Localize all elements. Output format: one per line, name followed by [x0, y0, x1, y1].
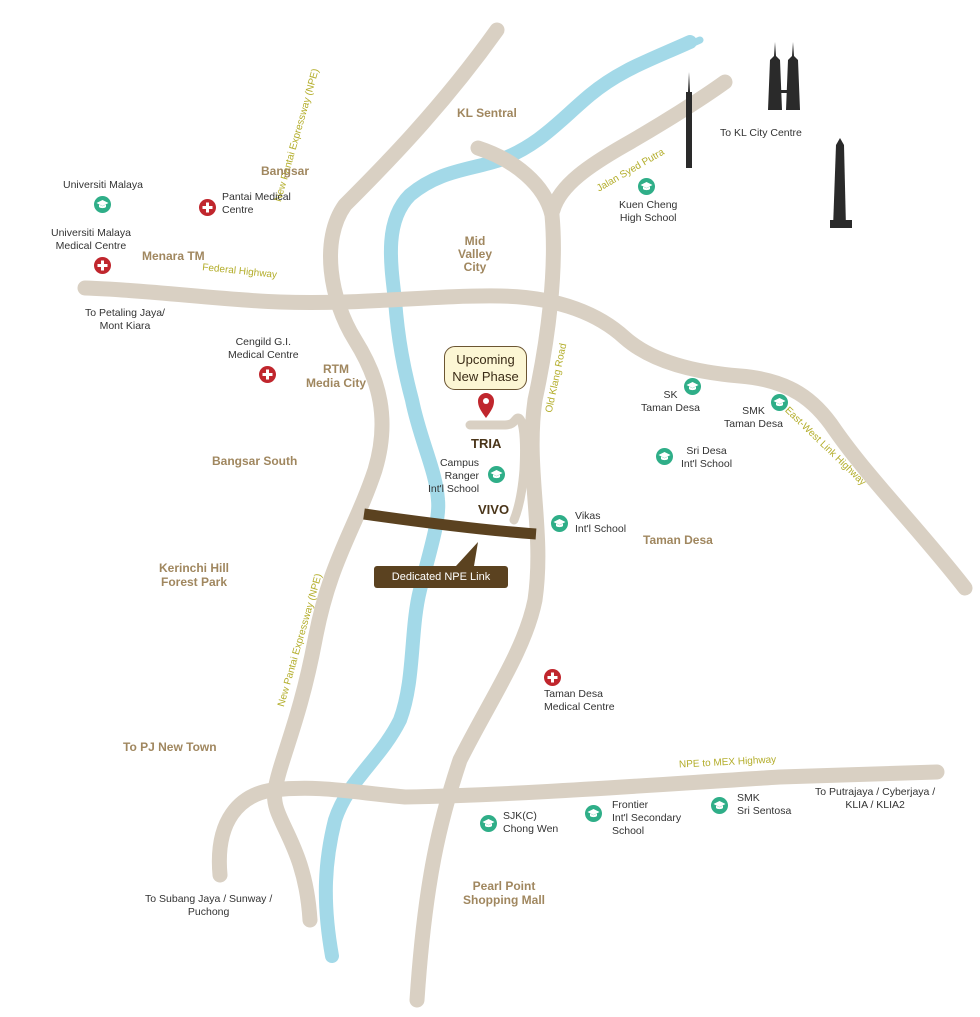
area-pj-new-town: To PJ New Town [123, 740, 217, 754]
area-kl-sentral: KL Sentral [457, 106, 517, 120]
upcoming-phase-label: Upcoming New Phase [452, 352, 519, 384]
destination-subang: To Subang Jaya / Sunway / Puchong [145, 893, 273, 918]
medical-cross-icon [94, 257, 111, 274]
school-smk-sri-sentosa: SMK Sri Sentosa [737, 792, 792, 817]
school-sri-desa: Sri Desa Int'l School [681, 445, 733, 470]
graduation-cap-icon [684, 378, 701, 395]
school-frontier: Frontier Int'l Secondary School [612, 799, 682, 837]
graduation-cap-icon [711, 797, 728, 814]
destination-kl-city: To KL City Centre [720, 127, 802, 139]
school-sjkc-chong-wen: SJK(C) Chong Wen [503, 810, 559, 835]
area-menara-tm: Menara TM [142, 249, 205, 263]
medical-taman-desa: Taman Desa Medical Centre [544, 688, 615, 713]
syed-putra-road [545, 74, 733, 218]
graduation-cap-icon [585, 805, 602, 822]
school-vikas: Vikas Int'l School [575, 510, 627, 535]
npe-link-road [363, 508, 537, 540]
tria-access-road [465, 413, 529, 525]
npe-link-label: Dedicated NPE Link [374, 566, 508, 588]
river [318, 35, 697, 963]
federal-highway-road [77, 280, 973, 596]
graduation-cap-icon [551, 515, 568, 532]
project-vivo: VIVO [478, 502, 510, 517]
kl-skyline-towers-icon [686, 42, 852, 228]
school-sk-taman-desa: SK Taman Desa [641, 389, 700, 414]
area-bangsar: Bangsar [261, 164, 310, 178]
graduation-cap-icon [638, 178, 655, 195]
npe-mex-highway-road [211, 764, 945, 883]
school-campus-ranger: Campus Ranger Int'l School [428, 457, 480, 495]
school-kuen-cheng: Kuen Cheng High School [619, 199, 678, 224]
medical-pantai: Pantai Medical Centre [222, 191, 291, 216]
school-universiti-malaya: Universiti Malaya [63, 179, 143, 191]
graduation-cap-icon [656, 448, 673, 465]
destination-putrajaya: To Putrajaya / Cyberjaya / KLIA / KLIA2 [815, 786, 936, 811]
area-kerinchi-hill: Kerinchi Hill Forest Park [159, 561, 230, 589]
medical-cross-icon [544, 669, 561, 686]
area-pearl-point: Pearl Point Shopping Mall [463, 879, 545, 907]
medical-cengild: Cengild G.I. Medical Centre [228, 336, 299, 361]
area-mid-valley: Mid Valley City [458, 234, 493, 274]
school-smk-taman-desa: SMK Taman Desa [724, 405, 783, 430]
upcoming-phase-callout: Upcoming New Phase [444, 346, 527, 390]
graduation-cap-icon [488, 466, 505, 483]
medical-cross-icon [199, 199, 216, 216]
area-bangsar-south: Bangsar South [212, 454, 298, 468]
medical-cross-icon [259, 366, 276, 383]
medical-ummc: Universiti Malaya Medical Centre [51, 227, 131, 252]
area-rtm-media-city: RTM Media City [306, 362, 367, 390]
location-pin-icon [478, 393, 494, 418]
destination-petaling-jaya: To Petaling Jaya/ Mont Kiara [85, 307, 165, 332]
project-tria: TRIA [471, 436, 502, 451]
area-taman-desa: Taman Desa [643, 533, 713, 547]
graduation-cap-icon [480, 815, 497, 832]
graduation-cap-icon [94, 196, 111, 213]
graduation-cap-icon [771, 394, 788, 411]
